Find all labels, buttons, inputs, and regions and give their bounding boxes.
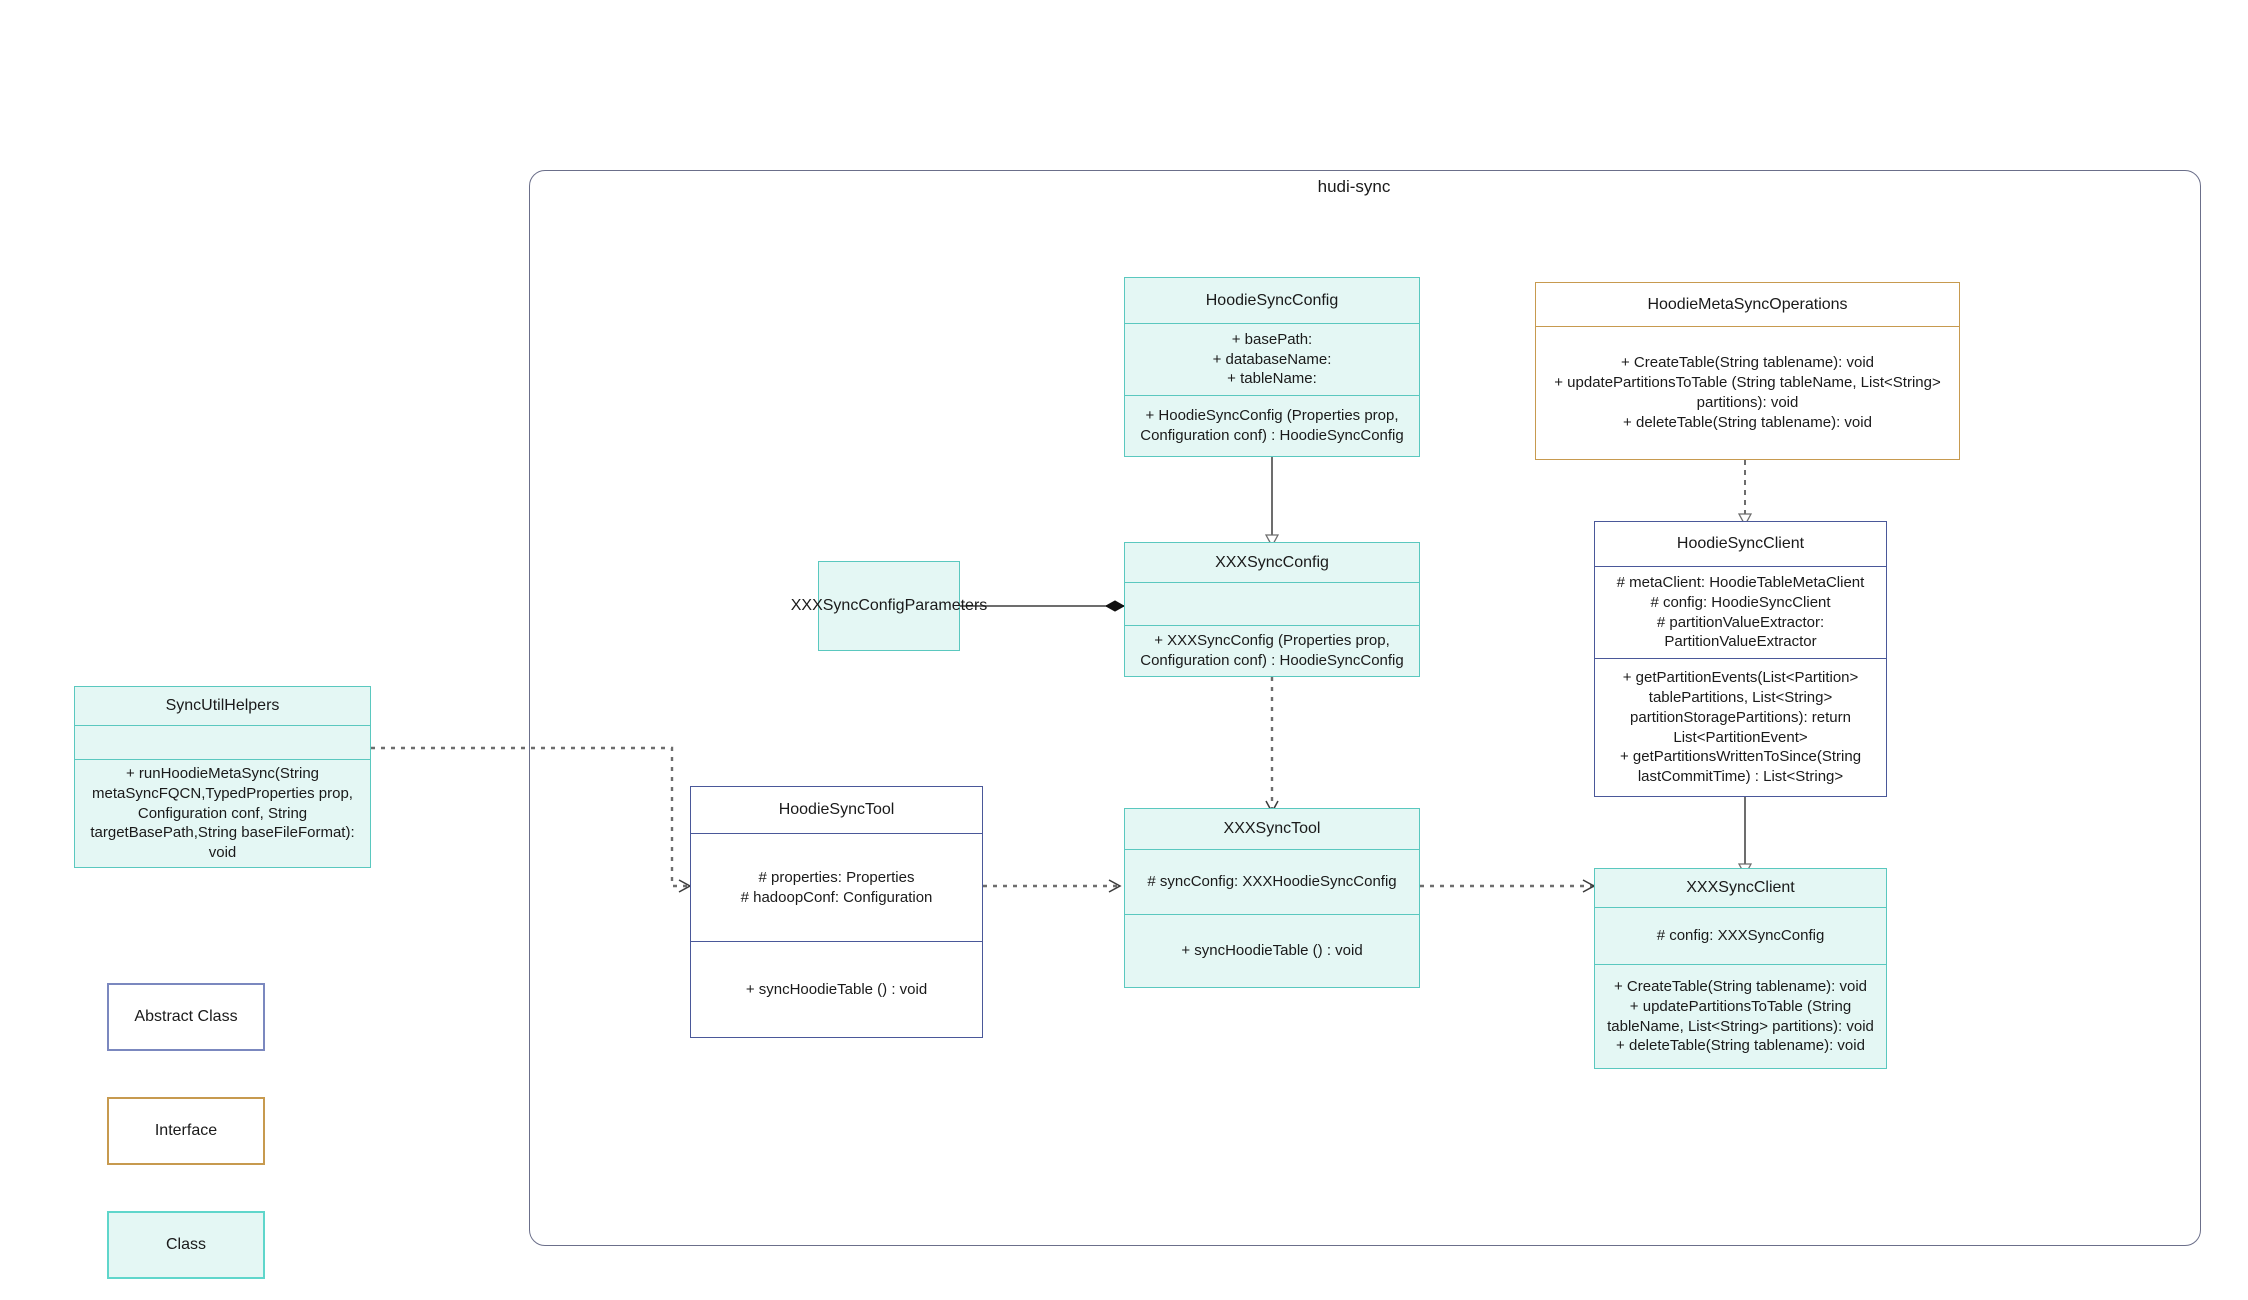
class-box-xxx-sync-tool[interactable]: XXXSyncTool # syncConfig: XXXHoodieSyncC… [1124,808,1420,988]
package-hudi-sync [529,170,2201,1246]
class-methods-xxx-sync-tool: + syncHoodieTable () : void [1125,914,1419,987]
class-methods-xxx-sync-config: + XXXSyncConfig (Properties prop, Config… [1125,625,1419,676]
class-box-xxx-sync-config-parameters[interactable]: XXXSyncConfigParameters [790,561,988,651]
class-box-xxx-sync-client[interactable]: XXXSyncClient # config: XXXSyncConfig + … [1594,868,1887,1069]
class-box-hoodie-sync-tool[interactable]: HoodieSyncTool # properties: Properties … [690,786,983,1038]
class-methods-hoodie-sync-tool: + syncHoodieTable () : void [691,941,982,1037]
class-box-hoodie-sync-config[interactable]: HoodieSyncConfig + basePath: + databaseN… [1124,277,1420,457]
class-attributes-xxx-sync-config [1125,582,1419,625]
class-box-sync-util-helpers[interactable]: SyncUtilHelpers + runHoodieMetaSync(Stri… [74,686,371,868]
class-box-hoodie-meta-sync-operations[interactable]: HoodieMetaSyncOperations + CreateTable(S… [1535,282,1960,460]
class-methods-hoodie-sync-config: + HoodieSyncConfig (Properties prop, Con… [1125,395,1419,456]
legend-abstract-class: Abstract Class [107,983,265,1051]
class-name-hoodie-sync-tool: HoodieSyncTool [778,801,895,819]
class-attributes-sync-util-helpers [75,724,370,759]
class-name-hoodie-sync-client: HoodieSyncClient [1676,535,1805,553]
class-attributes-hoodie-sync-tool: # properties: Properties # hadoopConf: C… [691,833,982,941]
legend-interface-label: Interface [154,1122,218,1139]
class-name-xxx-sync-client: XXXSyncClient [1686,879,1795,897]
class-methods-sync-util-helpers: + runHoodieMetaSync(String metaSyncFQCN,… [75,759,370,867]
class-name-hoodie-sync-config: HoodieSyncConfig [1205,291,1339,309]
class-name-xxx-sync-config-parameters: XXXSyncConfigParameters [790,597,988,615]
legend-class-label: Class [165,1236,206,1253]
class-attributes-hoodie-sync-config: + basePath: + databaseName: + tableName: [1125,323,1419,395]
class-name-sync-util-helpers: SyncUtilHelpers [165,697,280,715]
legend-interface: Interface [107,1097,265,1165]
class-name-xxx-sync-config: XXXSyncConfig [1215,553,1329,571]
class-methods-hoodie-sync-client: + getPartitionEvents(List<Partition> tab… [1595,658,1886,796]
class-methods-hoodie-meta-sync-operations: + CreateTable(String tablename): void + … [1536,326,1959,459]
class-attributes-xxx-sync-client: # config: XXXSyncConfig [1595,907,1886,964]
class-attributes-xxx-sync-tool: # syncConfig: XXXHoodieSyncConfig [1125,849,1419,914]
legend-class: Class [107,1211,265,1279]
class-name-hoodie-meta-sync-operations: HoodieMetaSyncOperations [1647,295,1848,313]
package-title: hudi-sync [1317,177,1391,196]
legend-abstract-class-label: Abstract Class [134,1008,238,1025]
class-name-xxx-sync-tool: XXXSyncTool [1223,820,1321,838]
class-attributes-hoodie-sync-client: # metaClient: HoodieTableMetaClient # co… [1595,566,1886,658]
class-box-hoodie-sync-client[interactable]: HoodieSyncClient # metaClient: HoodieTab… [1594,521,1887,797]
class-methods-xxx-sync-client: + CreateTable(String tablename): void + … [1595,964,1886,1068]
class-box-xxx-sync-config[interactable]: XXXSyncConfig + XXXSyncConfig (Propertie… [1124,542,1420,677]
